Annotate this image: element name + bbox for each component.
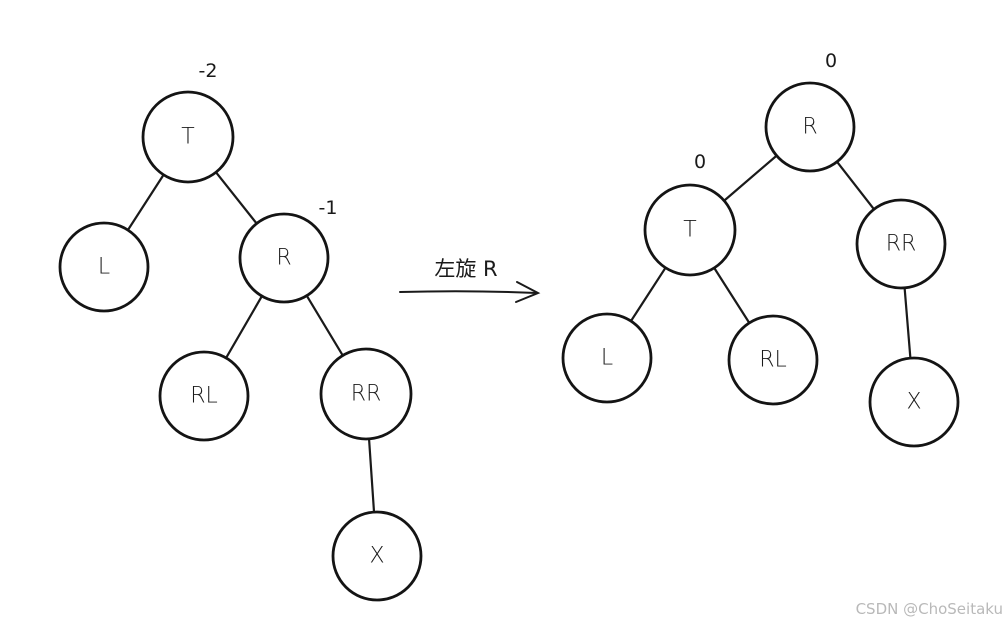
node-label: X xyxy=(906,390,921,415)
node-circle xyxy=(158,350,250,442)
node-label: L xyxy=(98,255,110,280)
balance-factor-label: 0 xyxy=(694,151,706,173)
before-tree-edges xyxy=(125,169,376,516)
node-circle xyxy=(855,198,947,290)
node-label: T xyxy=(181,125,194,150)
node-circle xyxy=(319,347,413,441)
arrow-shaft xyxy=(399,290,538,294)
after-edge-r-t xyxy=(721,153,780,204)
after-node-rl: RL xyxy=(727,314,819,406)
before-node-x: X xyxy=(331,510,423,602)
arrow-head xyxy=(515,281,541,303)
watermark: CSDN @ChoSeitaku xyxy=(855,600,1003,618)
before-node-rr: RR xyxy=(319,347,413,441)
node-circle xyxy=(868,356,960,448)
before-node-rl: RL xyxy=(158,350,250,442)
before-edge-r-rl xyxy=(223,293,265,361)
node-label: X xyxy=(369,544,384,569)
node-label: R xyxy=(276,246,291,271)
node-circle xyxy=(331,510,423,602)
after-edge-t-rl xyxy=(712,265,752,326)
after-node-rr: RR xyxy=(855,198,947,290)
node-label: RR xyxy=(886,232,917,257)
before-tree-nodes: T -2L R -1RL RR X xyxy=(58,60,423,602)
after-node-r: R0 xyxy=(764,50,856,173)
before-edge-t-l xyxy=(125,172,166,233)
node-label: R xyxy=(802,115,817,140)
balance-factor-label: 0 xyxy=(825,50,837,72)
after-edge-rr-x xyxy=(903,284,912,362)
before-edge-rr-x xyxy=(367,435,376,516)
after-edge-r-rr xyxy=(834,159,877,212)
after-node-t: T0 xyxy=(643,151,737,277)
balance-factor-label: -2 xyxy=(199,60,218,82)
before-edge-t-r xyxy=(213,169,259,227)
node-label: L xyxy=(601,346,613,371)
rotation-arrow: 左旋 R xyxy=(399,257,541,303)
after-node-l: L xyxy=(561,312,653,404)
rotation-label: 左旋 R xyxy=(434,257,497,281)
after-node-x: X xyxy=(868,356,960,448)
node-circle xyxy=(643,183,737,277)
before-node-t: T -2 xyxy=(141,60,235,184)
node-circle xyxy=(238,212,330,304)
node-circle xyxy=(58,221,150,313)
node-circle xyxy=(141,90,235,184)
balance-factor-label: -1 xyxy=(319,197,338,219)
after-tree-edges xyxy=(628,153,912,362)
node-label: T xyxy=(683,218,696,243)
node-circle xyxy=(561,312,653,404)
node-circle xyxy=(764,81,856,173)
after-edge-t-l xyxy=(628,264,668,324)
before-node-l: L xyxy=(58,221,150,313)
node-label: RR xyxy=(351,382,382,407)
before-node-r: R -1 xyxy=(238,197,338,304)
node-circle xyxy=(727,314,819,406)
node-label: RL xyxy=(190,384,218,409)
before-tree: T -2L R -1RL RR X xyxy=(58,60,423,602)
before-edge-r-rr xyxy=(304,292,345,359)
node-label: RL xyxy=(759,348,787,373)
